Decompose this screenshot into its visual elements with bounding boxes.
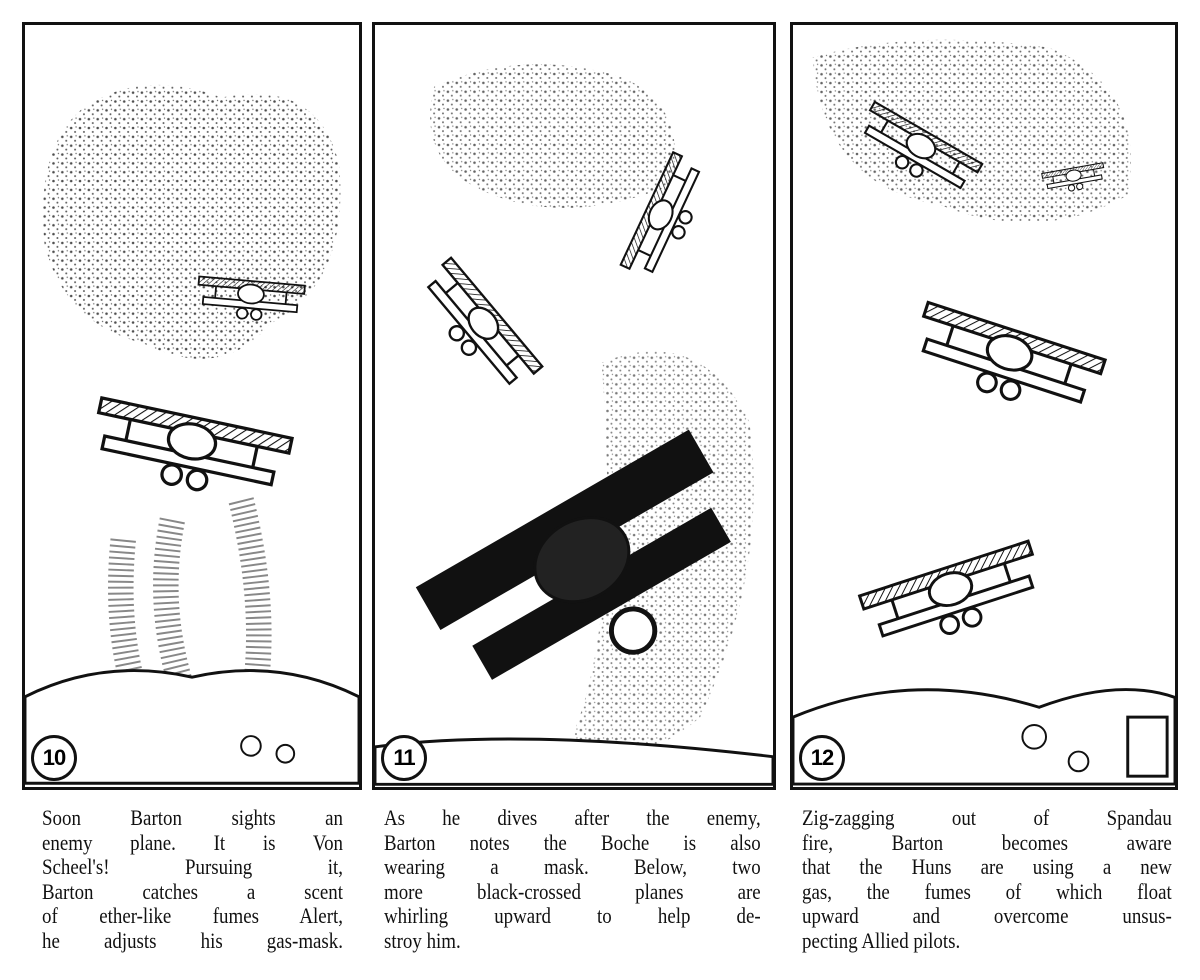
caption-line: upward and overcome unsus- [802,903,1172,928]
caption-line: stroy him. [384,927,461,953]
panel-12-illustration [793,39,1175,786]
caption-line: Barton catches a scent [42,878,343,904]
caption-line: Scheel's! Pursuing it, [42,854,343,879]
caption-line: enemy plane. It is Von [42,829,343,855]
caption-line: he adjusts his gas-mask. [42,927,343,953]
caption-line: Soon Barton sights an [42,805,343,830]
panel-number: 11 [381,735,427,781]
caption-line: Zig-zagging out of Spandau [802,805,1172,830]
caption-line: of ether-like fumes Alert, [42,903,343,928]
caption-line: gas, the fumes of which float [802,878,1172,904]
caption-line: more black-crossed planes are [384,878,761,904]
caption-panel-11: As he dives after the enemy, Barton note… [384,805,761,953]
panel-number: 10 [31,735,77,781]
caption-line: that the Huns are using a new [802,854,1172,879]
panel-12: 12 [790,22,1178,790]
caption-panel-10: Soon Barton sights an enemy plane. It is… [42,805,343,953]
caption-line: Barton notes the Boche is also [384,829,761,855]
caption-line: fire, Barton becomes aware [802,829,1172,855]
caption-panel-12: Zig-zagging out of Spandau fire, Barton … [802,805,1172,953]
panel-10-illustration [25,84,359,785]
panel-11: 11 [372,22,776,790]
panel-10: 10 [22,22,362,790]
panel-number: 12 [799,735,845,781]
caption-line: whirling upward to help de- [384,903,761,928]
panel-11-illustration [375,64,773,786]
caption-line: As he dives after the enemy, [384,805,761,830]
caption-line: wearing a mask. Below, two [384,854,761,879]
caption-line: pecting Allied pilots. [802,927,961,953]
